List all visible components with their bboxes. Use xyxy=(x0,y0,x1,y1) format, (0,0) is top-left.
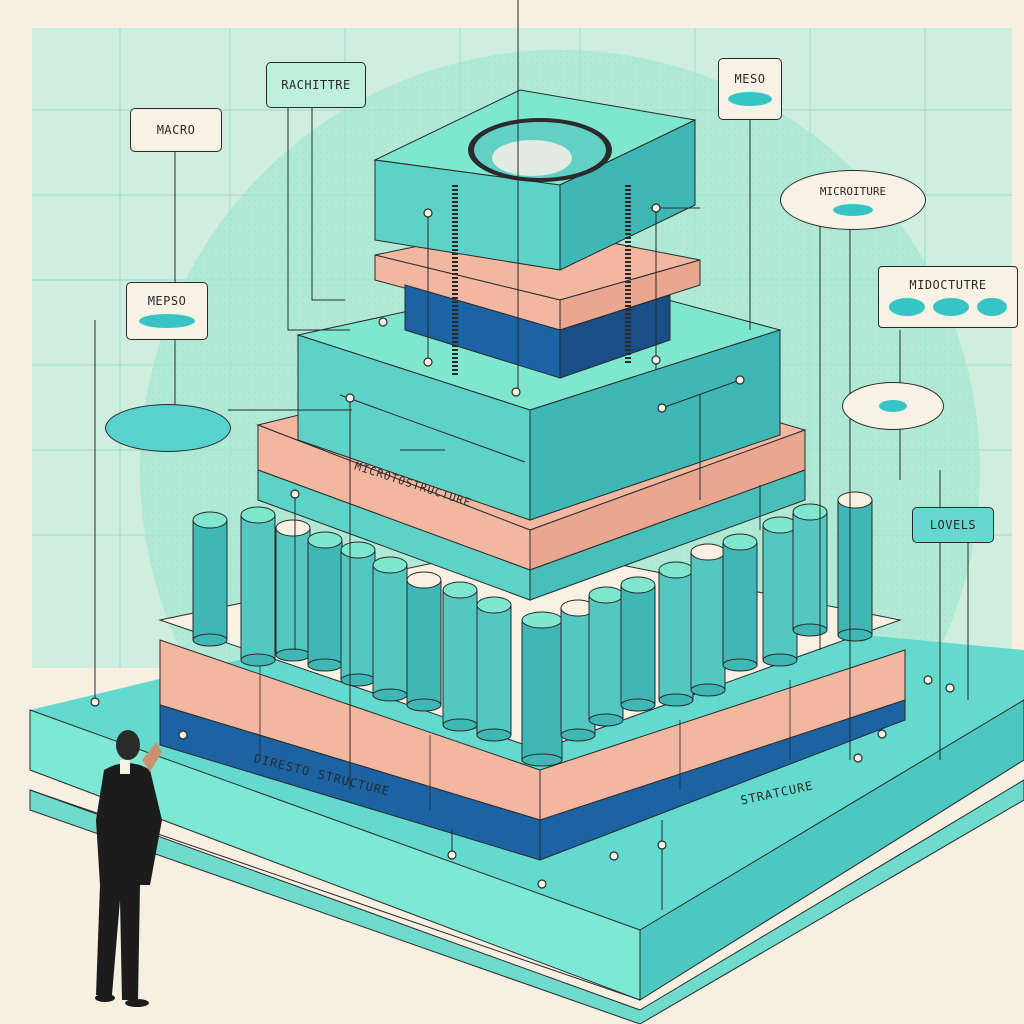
cylinder-body xyxy=(476,604,512,736)
person-figure-icon xyxy=(95,730,162,1007)
cylinder-cap xyxy=(722,533,758,551)
cylinder-base xyxy=(372,688,408,702)
label-architecture: RACHITTRE xyxy=(281,78,351,92)
callout-levels: LOVELS xyxy=(912,507,994,543)
cylinder-base xyxy=(275,648,311,662)
cylinder-body xyxy=(192,519,228,641)
callout-left-oval xyxy=(105,404,231,452)
cylinder-body xyxy=(588,594,624,721)
cylinder-base xyxy=(406,698,442,712)
label-microstructure: MICROITURE xyxy=(819,184,887,198)
cylinder-base xyxy=(192,633,228,647)
cylinder-base xyxy=(588,713,624,727)
cylinder-base xyxy=(620,698,656,712)
cylinder-body xyxy=(372,564,408,696)
callout-small-oval xyxy=(842,382,944,430)
cylinder-cap xyxy=(275,519,311,537)
oval-marker-icon xyxy=(889,298,925,316)
cylinder-cap xyxy=(240,506,276,524)
cylinder-base xyxy=(722,658,758,672)
cylinder-body xyxy=(442,589,478,726)
cylinder-base xyxy=(560,728,596,742)
oval-marker-icon xyxy=(833,203,873,216)
callout-microstructure: MICROITURE xyxy=(780,170,926,230)
cylinder-body xyxy=(722,541,758,666)
cylinder-base xyxy=(240,653,276,667)
cylinder-base xyxy=(307,658,343,672)
cylinder-base xyxy=(690,683,726,697)
cylinder-cap xyxy=(521,611,563,629)
cylinder-base xyxy=(521,753,563,767)
cylinder-cap xyxy=(658,561,694,579)
label-macro: MACRO xyxy=(156,123,196,137)
top-tier xyxy=(373,89,701,379)
connector-lines xyxy=(94,0,969,910)
label-meso-left: MEPSO xyxy=(147,294,187,308)
cylinder-cap xyxy=(372,556,408,574)
cylinder-base xyxy=(762,653,798,667)
label-midostructure: MIDOCTUTRE xyxy=(909,278,987,292)
cylinder-body xyxy=(521,619,563,761)
label-levels: LOVELS xyxy=(929,518,977,532)
cylinder-cap xyxy=(792,503,828,521)
cylinder-body xyxy=(690,551,726,691)
cylinder-body xyxy=(275,527,311,656)
callout-architecture: RACHITTRE xyxy=(266,62,366,108)
cylinder-base xyxy=(442,718,478,732)
cylinder-base xyxy=(340,673,376,687)
callout-midostructure: MIDOCTUTRE xyxy=(878,266,1018,328)
cylinder-body xyxy=(307,539,343,666)
middle-tier xyxy=(256,274,807,601)
cylinder-base xyxy=(837,628,873,642)
connector-dots xyxy=(90,203,955,889)
cylinder-body xyxy=(762,524,798,661)
cylinder-cap xyxy=(837,491,873,509)
cylinder-body xyxy=(340,549,376,681)
cylinder-cap xyxy=(690,543,726,561)
callout-meso-left: MEPSO xyxy=(126,282,208,340)
cylinder-body xyxy=(837,499,873,636)
label-meso-top: MESO xyxy=(734,72,766,86)
cylinder-body xyxy=(792,511,828,631)
oval-marker-icon xyxy=(933,298,969,316)
oval-marker-row xyxy=(889,298,1007,316)
cylinder-cap xyxy=(192,511,228,529)
oval-marker-icon xyxy=(879,400,907,412)
cylinder-base xyxy=(792,623,828,637)
callout-macro: MACRO xyxy=(130,108,222,152)
cylinder-cap xyxy=(442,581,478,599)
oval-marker-icon xyxy=(728,92,772,106)
cylinder-cap xyxy=(340,541,376,559)
oval-marker-icon xyxy=(977,298,1007,316)
cylinder-body xyxy=(620,584,656,706)
cylinder-cap xyxy=(762,516,798,534)
cylinder-base xyxy=(658,693,694,707)
callout-meso-top: MESO xyxy=(718,58,782,120)
cylinder-base xyxy=(476,728,512,742)
cylinder-cap xyxy=(406,571,442,589)
oval-marker-icon xyxy=(139,314,195,328)
cylinder-columns xyxy=(192,491,873,767)
cylinder-cap xyxy=(620,576,656,594)
cylinder-body xyxy=(406,579,442,706)
cylinder-cap xyxy=(476,596,512,614)
cylinder-body xyxy=(240,514,276,661)
cylinder-body xyxy=(658,569,694,701)
cylinder-cap xyxy=(588,586,624,604)
cylinder-cap xyxy=(307,531,343,549)
